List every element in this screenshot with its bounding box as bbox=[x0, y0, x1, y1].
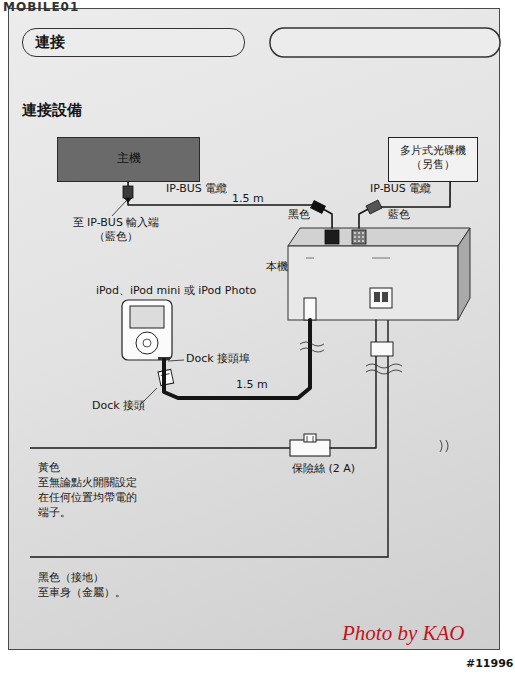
wire-connector bbox=[371, 342, 393, 356]
cable-connector bbox=[359, 182, 450, 228]
node-text: 多片式光碟機 （另售） bbox=[389, 144, 477, 173]
port-dot bbox=[358, 232, 360, 234]
ipod-screen bbox=[130, 306, 164, 328]
ip-bus-plug bbox=[123, 186, 133, 203]
port-dot bbox=[354, 236, 356, 238]
ipod-body bbox=[122, 300, 172, 360]
cable-break-mark bbox=[300, 342, 448, 452]
fuse-blade bbox=[313, 436, 314, 442]
dock-port bbox=[304, 298, 316, 320]
plug-color: 藍色 bbox=[388, 208, 410, 222]
part-name: Dock 接頭 bbox=[92, 399, 145, 413]
plug-color: 黑色 bbox=[288, 208, 310, 222]
cable-label: IP-BUS 電纜 bbox=[370, 182, 431, 196]
port-note: 至 IP-BUS 輸入端 （藍色） bbox=[66, 216, 166, 245]
leader-line bbox=[112, 201, 126, 216]
fuse-cap bbox=[304, 434, 316, 442]
node-text: 連接 bbox=[35, 33, 65, 53]
yellow-wire bbox=[30, 447, 290, 448]
cd-changer-box: 多片式光碟機 （另售） bbox=[388, 137, 478, 182]
port-dot bbox=[358, 240, 360, 242]
power-pin bbox=[374, 292, 380, 302]
black-port bbox=[325, 230, 339, 244]
port-dot bbox=[362, 240, 364, 242]
black-plug bbox=[310, 200, 326, 214]
wire-note: 黃色 至無論點火開關設定 在任何位置均帶電的 端子。 bbox=[38, 460, 150, 520]
node-text: 本機 bbox=[266, 260, 288, 274]
fuse-holder: 保險絲 (2 A) bbox=[290, 440, 330, 456]
blue-port bbox=[352, 230, 366, 244]
ipod-wheel bbox=[136, 332, 158, 354]
power-pin bbox=[382, 292, 388, 302]
leader-line bbox=[168, 360, 184, 361]
cable-connector bbox=[330, 320, 376, 448]
node-text: iPod、iPod mini 或 iPod Photo bbox=[96, 284, 256, 298]
port-dot bbox=[354, 232, 356, 234]
node-text: 保險絲 (2 A) bbox=[292, 462, 355, 476]
unit-outline bbox=[288, 228, 470, 320]
blue-plug bbox=[366, 200, 382, 214]
wire-note: 黑色（接地） 至車身（金屬）。 bbox=[38, 570, 138, 600]
section-band-empty bbox=[270, 28, 500, 57]
port-mark bbox=[306, 258, 314, 259]
unit-top-face bbox=[288, 228, 470, 246]
section-band: 連接 bbox=[22, 28, 245, 57]
head-unit-box: 主機 bbox=[57, 137, 200, 182]
port-mark bbox=[372, 258, 390, 259]
part-name: Dock 接頭埠 bbox=[186, 352, 250, 366]
port-dot bbox=[354, 240, 356, 242]
site-watermark: MOBILE01 bbox=[3, 0, 79, 16]
cable-label: IP-BUS 電纜 bbox=[166, 182, 227, 196]
post-number: #11996 bbox=[466, 657, 514, 671]
diagram-title: 連接設備 bbox=[22, 101, 82, 121]
port-dot bbox=[358, 236, 360, 238]
port-dot bbox=[362, 236, 364, 238]
length-dimension: 1.5 m bbox=[236, 378, 268, 392]
node-text: 主機 bbox=[58, 151, 199, 167]
fuse-outline bbox=[290, 440, 330, 456]
unit-front-face bbox=[288, 246, 458, 320]
cable-connector bbox=[164, 320, 310, 398]
fuse-blade bbox=[307, 436, 308, 442]
length-dimension: 1.5 m bbox=[232, 192, 264, 206]
power-port bbox=[370, 288, 392, 308]
port-dot bbox=[362, 232, 364, 234]
ipod-device: iPod、iPod mini 或 iPod Photo bbox=[118, 300, 175, 360]
photo-credit: Photo by KAO bbox=[342, 620, 464, 647]
ground-wire bbox=[30, 320, 388, 557]
adapter-unit: 本機 bbox=[288, 228, 470, 320]
ipod-button bbox=[143, 339, 151, 347]
unit-side-face bbox=[458, 228, 470, 320]
ipod-outline bbox=[118, 300, 175, 360]
